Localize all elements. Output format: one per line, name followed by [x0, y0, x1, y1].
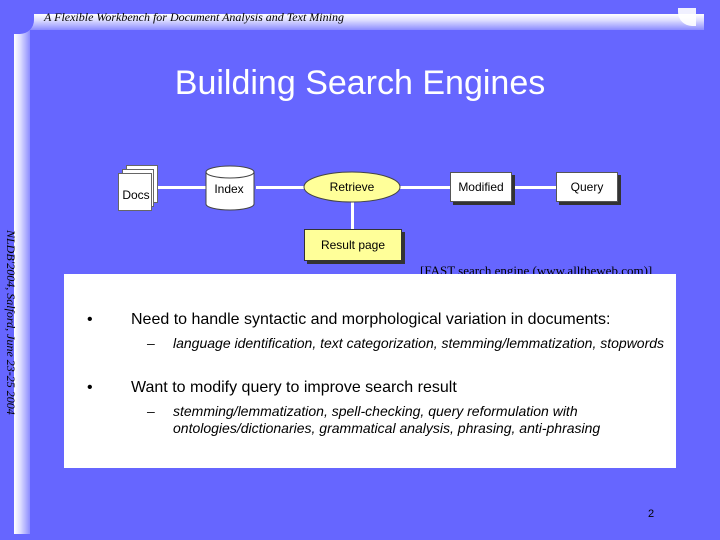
retrieve-label: Retrieve	[329, 180, 375, 194]
content-box: • Need to handle syntactic and morpholog…	[64, 274, 676, 468]
arrow-index-retrieve	[256, 186, 304, 189]
result-page-label: Result page	[320, 238, 386, 252]
frame-right-cap	[678, 8, 696, 26]
bullet-2-symbol: •	[87, 379, 93, 396]
arrow-retrieve-modified	[400, 186, 452, 189]
modified-box: Modified	[450, 172, 512, 202]
bullet-1-text: Need to handle syntactic and morphologic…	[131, 311, 611, 328]
frame-left-bar	[14, 14, 30, 534]
retrieve-ellipse	[303, 171, 401, 203]
bullet-2-text: Want to modify query to improve search r…	[131, 379, 457, 396]
docs-label: Docs	[122, 188, 150, 202]
side-conference-text: NLDB'2004, Salford, June 23-25 2004	[4, 230, 18, 415]
bullet-1-symbol: •	[87, 311, 93, 328]
query-box: Query	[556, 172, 618, 202]
index-label: Index	[214, 182, 244, 196]
bullet-1-sub-dash: –	[147, 335, 155, 351]
header-title: A Flexible Workbench for Document Analys…	[44, 10, 344, 24]
query-label: Query	[570, 180, 604, 194]
result-page-box: Result page	[304, 229, 402, 261]
modified-label: Modified	[458, 180, 504, 194]
page-number: 2	[648, 508, 655, 520]
docs-stack	[118, 165, 158, 211]
bullet-2-sub-dash: –	[147, 403, 155, 419]
slide-title: Building Search Engines	[174, 64, 546, 102]
frame-corner	[0, 0, 34, 34]
frame-top-bar	[14, 14, 704, 30]
arrow-docs-index	[154, 186, 210, 189]
bullet-1-sub-text: language identification, text categoriza…	[173, 335, 665, 351]
bullet-2-sub-text: stemming/lemmatization, spell-checking, …	[173, 403, 601, 436]
index-cylinder-icon	[205, 165, 255, 211]
arrow-modified-query	[512, 186, 558, 189]
arrow-retrieve-result	[351, 202, 354, 230]
